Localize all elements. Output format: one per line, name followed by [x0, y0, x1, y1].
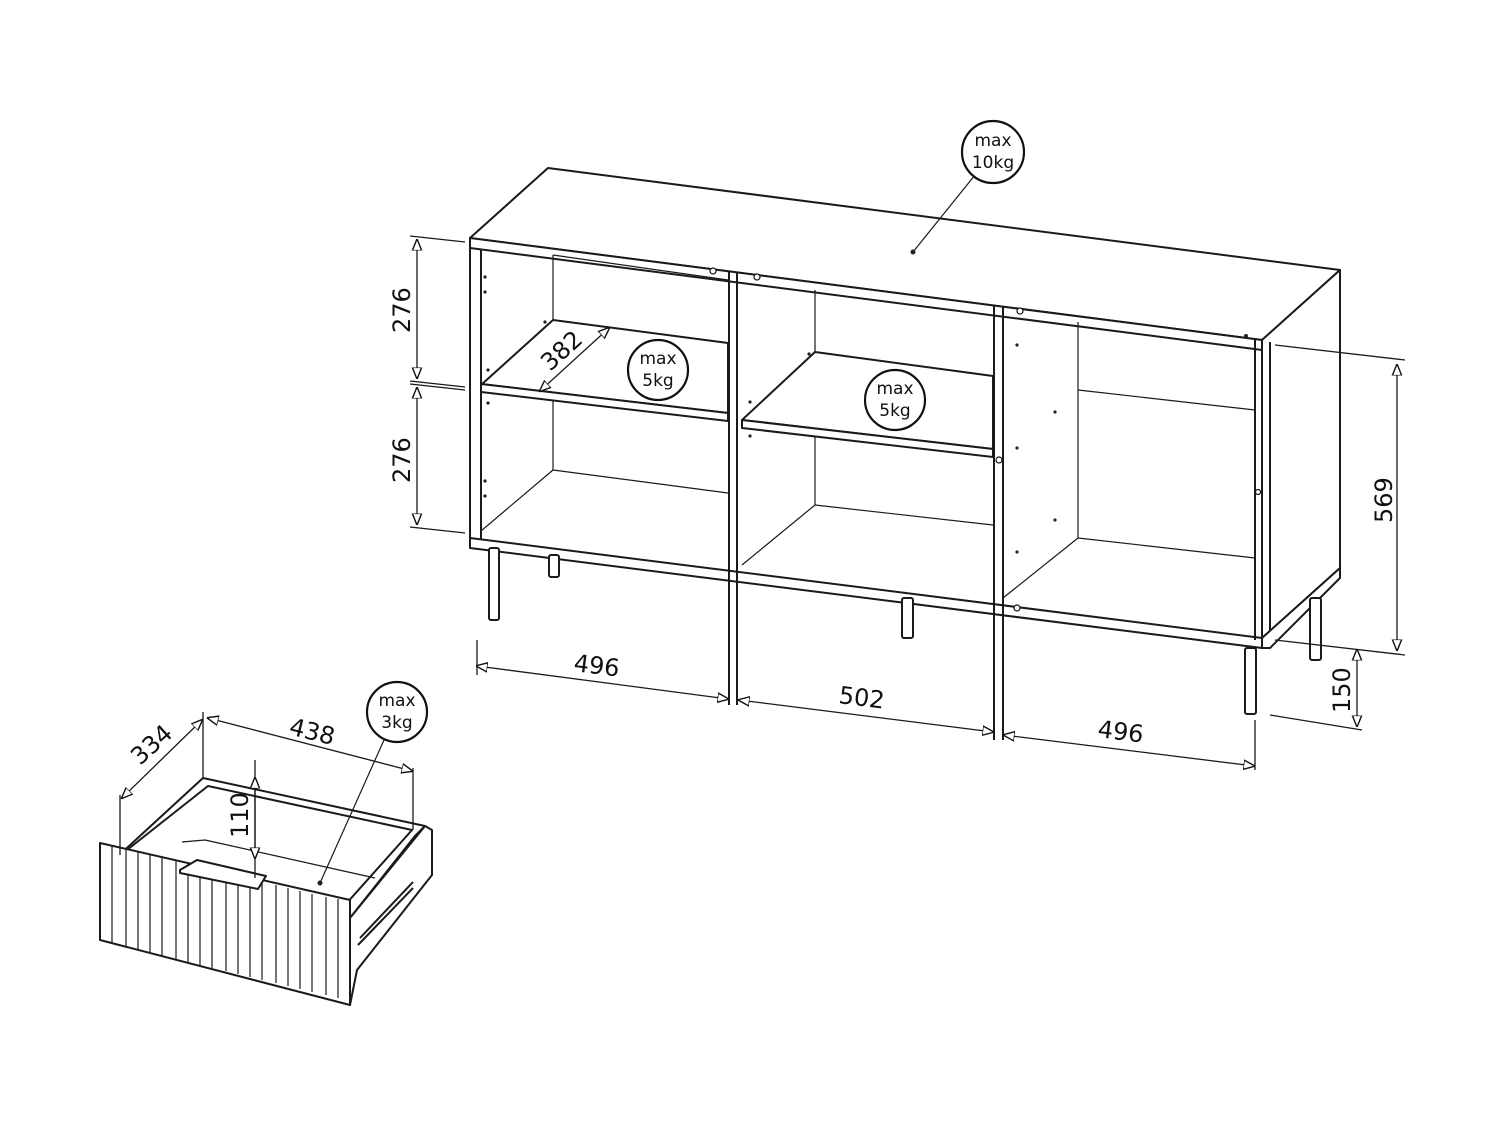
svg-text:max: max [639, 349, 676, 369]
dim-drawer-depth: 334 [125, 719, 178, 770]
load-badge-middle-shelf: max 5kg [863, 368, 927, 432]
svg-text:10kg: 10kg [972, 153, 1014, 173]
sideboard-cabinet [469, 167, 1341, 740]
shelf-pin-holes [483, 267, 1262, 612]
drawer-handle [179, 859, 267, 890]
dim-leg-height: 150 [1328, 667, 1356, 713]
load-badge-drawer: max 3kg [319, 680, 429, 884]
svg-text:5kg: 5kg [879, 401, 910, 421]
load-badge-top: max 10kg [910, 119, 1026, 255]
dim-middle-width: 502 [837, 681, 886, 714]
dim-left-width: 496 [572, 649, 621, 682]
svg-text:max: max [378, 691, 415, 711]
load-badge-left-shelf: max 5kg [626, 338, 690, 402]
svg-text:max: max [876, 379, 913, 399]
cabinet-dimensions: 276 276 382 569 150 496 502 496 [388, 235, 1406, 770]
dim-right-width: 496 [1096, 715, 1145, 748]
dim-lower-compartment-height: 276 [388, 437, 416, 483]
dim-drawer-height: 110 [226, 792, 254, 838]
svg-text:max: max [974, 131, 1011, 151]
svg-text:5kg: 5kg [642, 371, 673, 391]
drawer [99, 777, 433, 1006]
svg-text:3kg: 3kg [381, 713, 412, 733]
dim-upper-compartment-height: 276 [388, 287, 416, 333]
dim-drawer-width: 438 [287, 713, 338, 751]
cabinet-bottom-edge [469, 537, 1263, 649]
drawer-front-ribs [111, 846, 339, 998]
dim-body-height: 569 [1370, 477, 1398, 523]
